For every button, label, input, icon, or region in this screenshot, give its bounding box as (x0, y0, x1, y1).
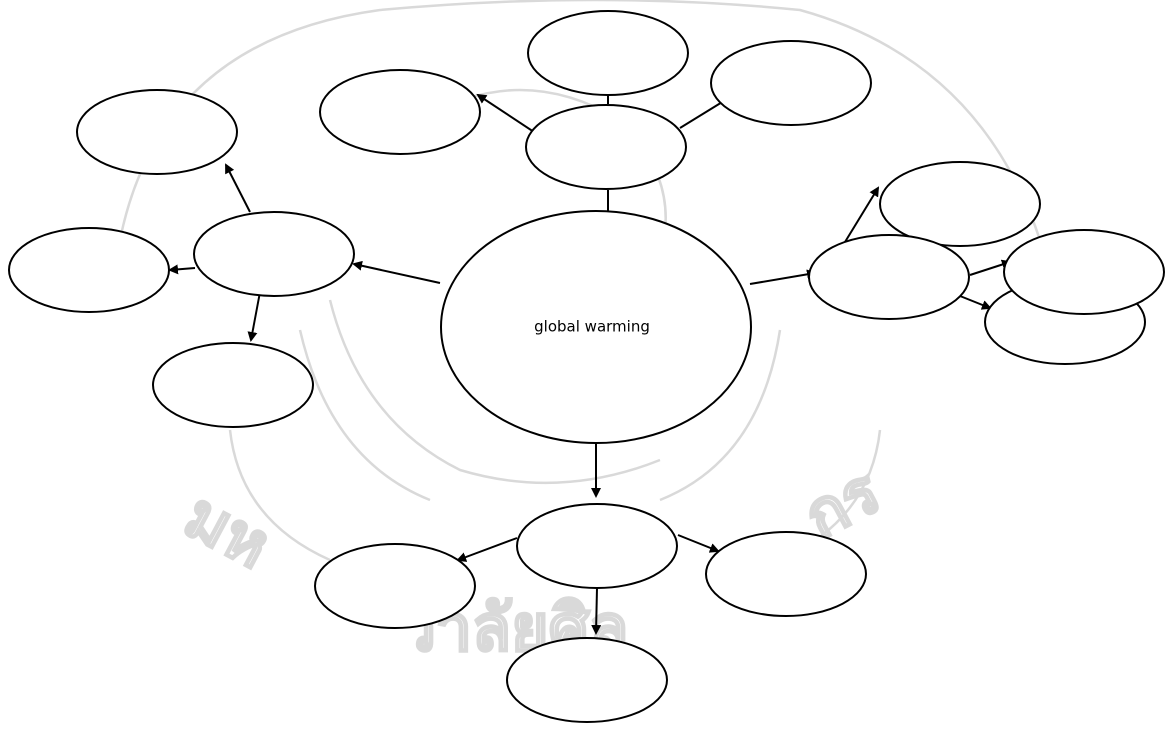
node-bottom (516, 503, 678, 589)
node-right-upper (879, 161, 1041, 247)
edge-left-to-topleft (225, 163, 251, 213)
edge-bottom-to-right (677, 534, 720, 553)
edge-right-to-right1 (969, 259, 1012, 276)
edge-top-to-topleft (476, 93, 535, 133)
edge-center-to-left (352, 260, 441, 284)
edge-bottom-to-below (591, 587, 602, 635)
node-top-upper (527, 10, 689, 96)
node-far-right-upper (1003, 229, 1165, 315)
node-top-right (710, 40, 872, 126)
node-center (440, 210, 752, 444)
node-far-left (8, 227, 170, 313)
center-label: global warming (534, 318, 650, 336)
node-bottom-below (506, 637, 668, 723)
edge-left-to-farleft (168, 264, 196, 275)
node-top-left (319, 69, 481, 155)
edge-left-to-bottomleft (247, 291, 261, 342)
node-right (808, 234, 970, 320)
node-bottom-left-2 (314, 543, 476, 629)
connectors (168, 92, 1012, 635)
edge-right-to-upper (844, 186, 880, 243)
edge-center-to-right (749, 269, 817, 285)
node-bottom-left (152, 342, 314, 428)
node-top (525, 104, 687, 190)
node-far-top-left (76, 89, 238, 175)
svg-text:มห: มห (172, 479, 281, 584)
nodes: global warming (8, 10, 1165, 723)
node-left (193, 211, 355, 297)
edge-bottom-to-left (456, 537, 518, 562)
node-bottom-right (705, 531, 867, 617)
